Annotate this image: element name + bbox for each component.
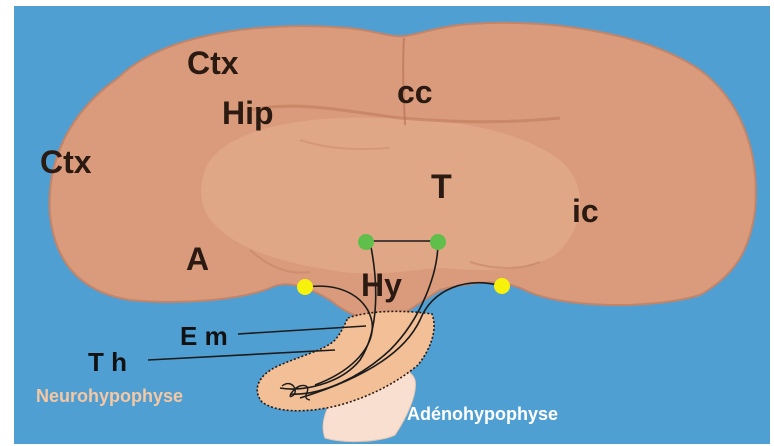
label-t: T — [431, 168, 452, 206]
label-adenohypophyse: Adénohypophyse — [407, 404, 558, 424]
label-ctx-left: Ctx — [40, 144, 92, 180]
label-a: A — [186, 241, 209, 277]
label-em: E m — [180, 321, 228, 351]
label-ic: ic — [572, 193, 599, 229]
yellow-cell-body-left-icon — [297, 279, 313, 295]
label-hip: Hip — [222, 95, 274, 131]
green-cell-body-right-icon — [430, 234, 446, 250]
label-neurohypophyse: Neurohypophyse — [36, 386, 183, 406]
green-cell-body-left-icon — [358, 234, 374, 250]
label-ctx-top: Ctx — [187, 45, 239, 81]
label-cc: cc — [397, 74, 433, 110]
brain-inner-region — [201, 118, 580, 274]
label-th: T h — [88, 347, 127, 377]
yellow-cell-body-right-icon — [494, 278, 510, 294]
label-hy: Hy — [361, 267, 402, 303]
